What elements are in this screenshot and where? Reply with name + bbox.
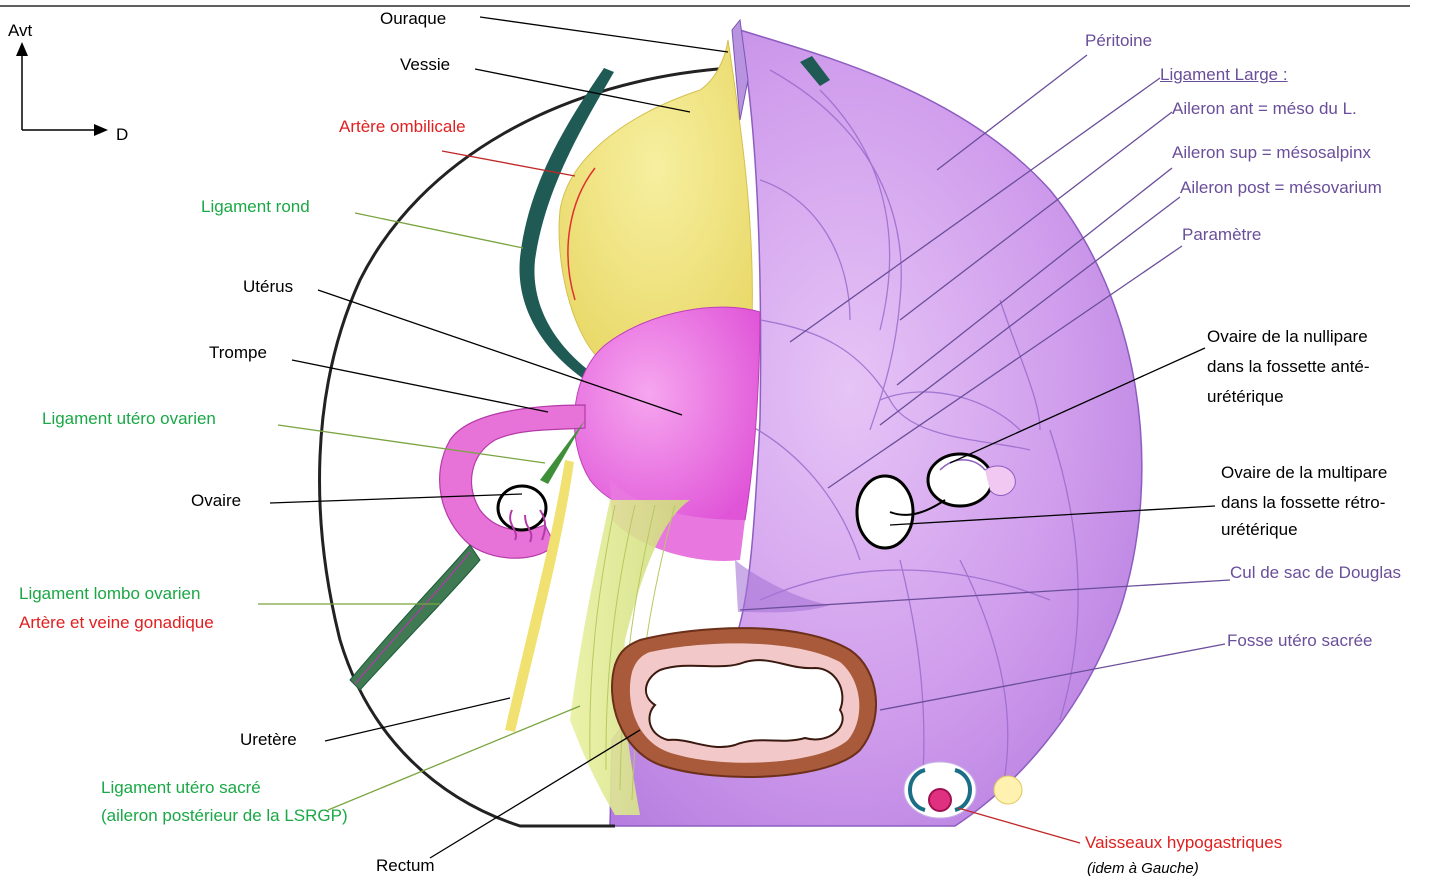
- orientation-arrows: [16, 42, 108, 136]
- label-ovaire-nullipare-1: Ovaire de la nullipare: [1207, 326, 1368, 347]
- label-ligament-large: Ligament Large :: [1160, 64, 1288, 85]
- label-rectum: Rectum: [376, 855, 435, 876]
- left-ovary: [498, 486, 546, 530]
- label-artere-veine-gonadique: Artère et veine gonadique: [19, 612, 214, 633]
- label-vaisseaux-hypogastriques: Vaisseaux hypogastriques: [1085, 832, 1282, 853]
- label-ovaire-multipare-1: Ovaire de la multipare: [1221, 462, 1387, 483]
- label-ligament-utero-sacre-note: (aileron postérieur de la LSRGP): [101, 805, 348, 826]
- label-ovaire-nullipare-3: urétérique: [1207, 386, 1284, 407]
- rectum-lumen: [646, 660, 843, 747]
- orientation-right-label: D: [116, 124, 128, 145]
- lombo-ovarian-ligament: [350, 545, 480, 690]
- label-douglas: Cul de sac de Douglas: [1230, 562, 1401, 583]
- label-ovaire-multipare-2: dans la fossette rétro-: [1221, 492, 1385, 513]
- ovary-multipare: [857, 476, 913, 548]
- orientation-front-label: Avt: [8, 20, 32, 41]
- label-ovaire-multipare-3: urétérique: [1221, 519, 1298, 540]
- label-ligament-utero-sacre: Ligament utéro sacré: [101, 777, 261, 798]
- label-ovaire: Ovaire: [191, 490, 241, 511]
- ovary-nullipare: [928, 454, 992, 506]
- label-ovaire-nullipare-2: dans la fossette anté-: [1207, 356, 1370, 377]
- label-aileron-ant: Aileron ant = méso du L.: [1172, 98, 1357, 119]
- label-vaisseaux-note: (idem à Gauche): [1087, 858, 1199, 879]
- label-aileron-post: Aileron post = mésovarium: [1180, 177, 1382, 198]
- label-trompe: Trompe: [209, 342, 267, 363]
- label-aileron-sup: Aileron sup = mésosalpinx: [1172, 142, 1371, 163]
- label-uretere: Uretère: [240, 729, 297, 750]
- label-ligament-lombo-ovarien: Ligament lombo ovarien: [19, 583, 200, 604]
- label-parametre: Paramètre: [1182, 224, 1261, 245]
- label-artere-ombilicale: Artère ombilicale: [339, 116, 466, 137]
- label-peritoine: Péritoine: [1085, 30, 1152, 51]
- label-fosse-utero-sacree: Fosse utéro sacrée: [1227, 630, 1373, 651]
- label-ligament-rond: Ligament rond: [201, 196, 310, 217]
- label-ouraque: Ouraque: [380, 8, 446, 29]
- label-ligament-utero-ovarien: Ligament utéro ovarien: [42, 408, 216, 429]
- label-uterus: Utérus: [243, 276, 293, 297]
- label-vessie: Vessie: [400, 54, 450, 75]
